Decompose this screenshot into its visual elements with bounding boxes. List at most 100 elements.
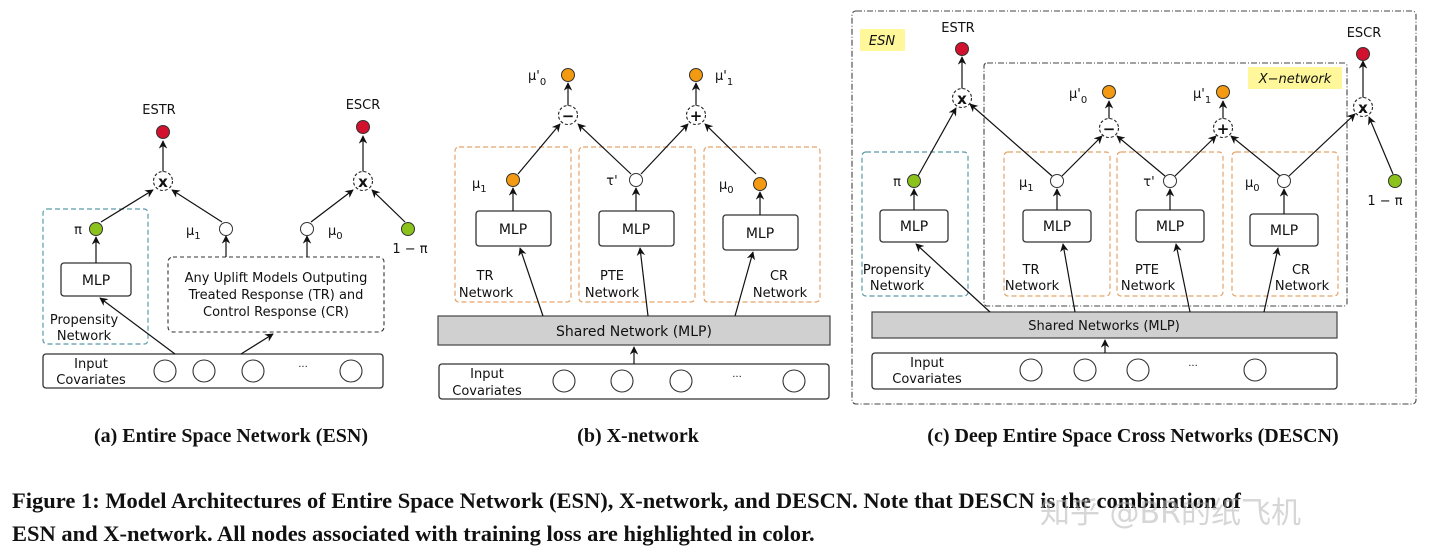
one-minus-pi-label: 1 − π xyxy=(1367,194,1402,209)
one-minus-pi-node xyxy=(401,222,415,236)
panel-a-esn: MLP Input Covariates ··· Any Uplift Mode… xyxy=(42,98,428,447)
shared-network-bar xyxy=(437,315,831,346)
uplift-text: Any Uplift Models Outputing xyxy=(185,271,368,286)
esn-tag-label: ESN xyxy=(869,34,895,49)
tr-network-label: TR xyxy=(1022,263,1040,278)
panel-b-xnetwork: MLP MLP MLP TR Network PTE Network CR Ne… xyxy=(437,68,831,447)
ellipsis: ··· xyxy=(732,372,742,383)
tr-network-label: Network xyxy=(459,286,514,301)
input-label: Covariates xyxy=(892,372,962,387)
plus-symbol: + xyxy=(690,107,703,125)
input-node xyxy=(1126,358,1150,382)
plus-symbol: + xyxy=(1217,120,1230,138)
tau-node xyxy=(629,173,643,187)
subcaption-c: (c) Deep Entire Space Cross Networks (DE… xyxy=(927,425,1338,447)
one-minus-pi-label: 1 − π xyxy=(392,242,427,257)
minus-symbol: − xyxy=(1103,120,1116,138)
xnetwork-tag-label: X−network xyxy=(1258,72,1332,87)
mu0-prime-label: μ'0 xyxy=(1069,87,1087,106)
pte-network-label: PTE xyxy=(1135,263,1159,278)
input-node xyxy=(1073,358,1097,382)
estr-label: ESTR xyxy=(941,21,974,36)
caption-line-2: ESN and X-network. All nodes associated … xyxy=(12,521,815,546)
ellipsis: ··· xyxy=(298,362,308,373)
pi-label: π xyxy=(74,223,82,238)
minus-op xyxy=(557,104,579,126)
mu1-label: μ1 xyxy=(186,224,201,242)
pte-network-box xyxy=(578,146,696,303)
tr-network-label: TR xyxy=(476,269,494,284)
mu0-node xyxy=(300,222,314,236)
propensity-network-box xyxy=(861,151,969,297)
input-label: Covariates xyxy=(452,384,522,399)
caption-line-1: Figure 1: Model Architectures of Entire … xyxy=(12,488,1241,513)
input-node xyxy=(669,369,693,393)
pte-network-label: Network xyxy=(585,286,640,301)
mu0-label: μ0 xyxy=(1245,176,1260,194)
multiply-op xyxy=(1352,96,1374,118)
mlp-label: MLP xyxy=(622,222,650,238)
pi-node xyxy=(907,174,921,188)
mu1-prime-label: μ'1 xyxy=(715,69,733,88)
multiply-symbol: x xyxy=(957,90,967,108)
esn-outer-box xyxy=(851,10,1417,405)
minus-symbol: − xyxy=(562,107,575,125)
esn-tag xyxy=(860,29,905,51)
minus-op xyxy=(1098,117,1120,139)
panel-c-descn: ESN X−network MLP MLP MLP MLP Propensity… xyxy=(851,10,1417,447)
plus-op xyxy=(685,104,707,126)
mu1-label: μ1 xyxy=(1019,176,1034,194)
mlp-label: MLP xyxy=(1156,219,1184,235)
input-node xyxy=(610,369,634,393)
cr-network-label: CR xyxy=(770,269,788,284)
tau-label: τ' xyxy=(1143,175,1154,190)
mu0-node xyxy=(1277,174,1291,188)
figure-caption: Figure 1: Model Architectures of Entire … xyxy=(12,484,1432,550)
mu0-label: μ0 xyxy=(719,178,734,196)
input-node xyxy=(552,369,576,393)
estr-node xyxy=(955,42,969,56)
input-node xyxy=(241,359,265,383)
propensity-label: Propensity xyxy=(50,313,119,328)
multiply-symbol: x xyxy=(158,173,168,191)
mu0-prime-node xyxy=(561,68,575,82)
input-node xyxy=(1019,358,1043,382)
tau-node xyxy=(1163,174,1177,188)
watermark: 知乎 @BR的纸飞机 xyxy=(1040,496,1301,531)
multiply-op xyxy=(152,170,174,192)
propensity-label: Network xyxy=(870,279,925,294)
mu1-prime-label: μ'1 xyxy=(1193,87,1211,106)
estr-node xyxy=(156,125,170,139)
mu1-label: μ1 xyxy=(472,177,487,195)
mu1-node xyxy=(506,173,520,187)
tau-label: τ' xyxy=(606,174,617,189)
multiply-op xyxy=(951,87,973,109)
mlp-label: MLP xyxy=(746,226,774,242)
input-label: Input xyxy=(910,356,944,371)
propensity-network-box xyxy=(42,208,149,345)
pte-network-label: Network xyxy=(1121,279,1176,294)
mu0-node xyxy=(753,177,767,191)
input-node xyxy=(192,359,216,383)
tr-network-label: Network xyxy=(1005,279,1060,294)
mu1-node xyxy=(1050,174,1064,188)
pi-label: π xyxy=(893,175,901,190)
mu0-prime-label: μ'0 xyxy=(528,69,546,88)
mu1-prime-node xyxy=(1216,85,1230,99)
pi-node xyxy=(89,222,103,236)
cr-network-label: CR xyxy=(1292,263,1310,278)
shared-networks-label: Shared Networks (MLP) xyxy=(1028,319,1180,334)
one-minus-pi-node xyxy=(1388,174,1402,188)
tr-network-box xyxy=(1003,151,1111,297)
shared-networks-bar xyxy=(871,311,1338,339)
cr-network-box xyxy=(703,146,821,303)
input-node xyxy=(1243,358,1267,382)
xnetwork-tag xyxy=(1248,67,1342,89)
subcaption-b: (b) X-network xyxy=(577,425,700,447)
multiply-symbol: x xyxy=(1358,99,1368,117)
input-label: Covariates xyxy=(56,373,126,388)
escr-label: ESCR xyxy=(1347,26,1382,41)
mlp-label: MLP xyxy=(1043,219,1071,235)
escr-node xyxy=(356,120,370,134)
